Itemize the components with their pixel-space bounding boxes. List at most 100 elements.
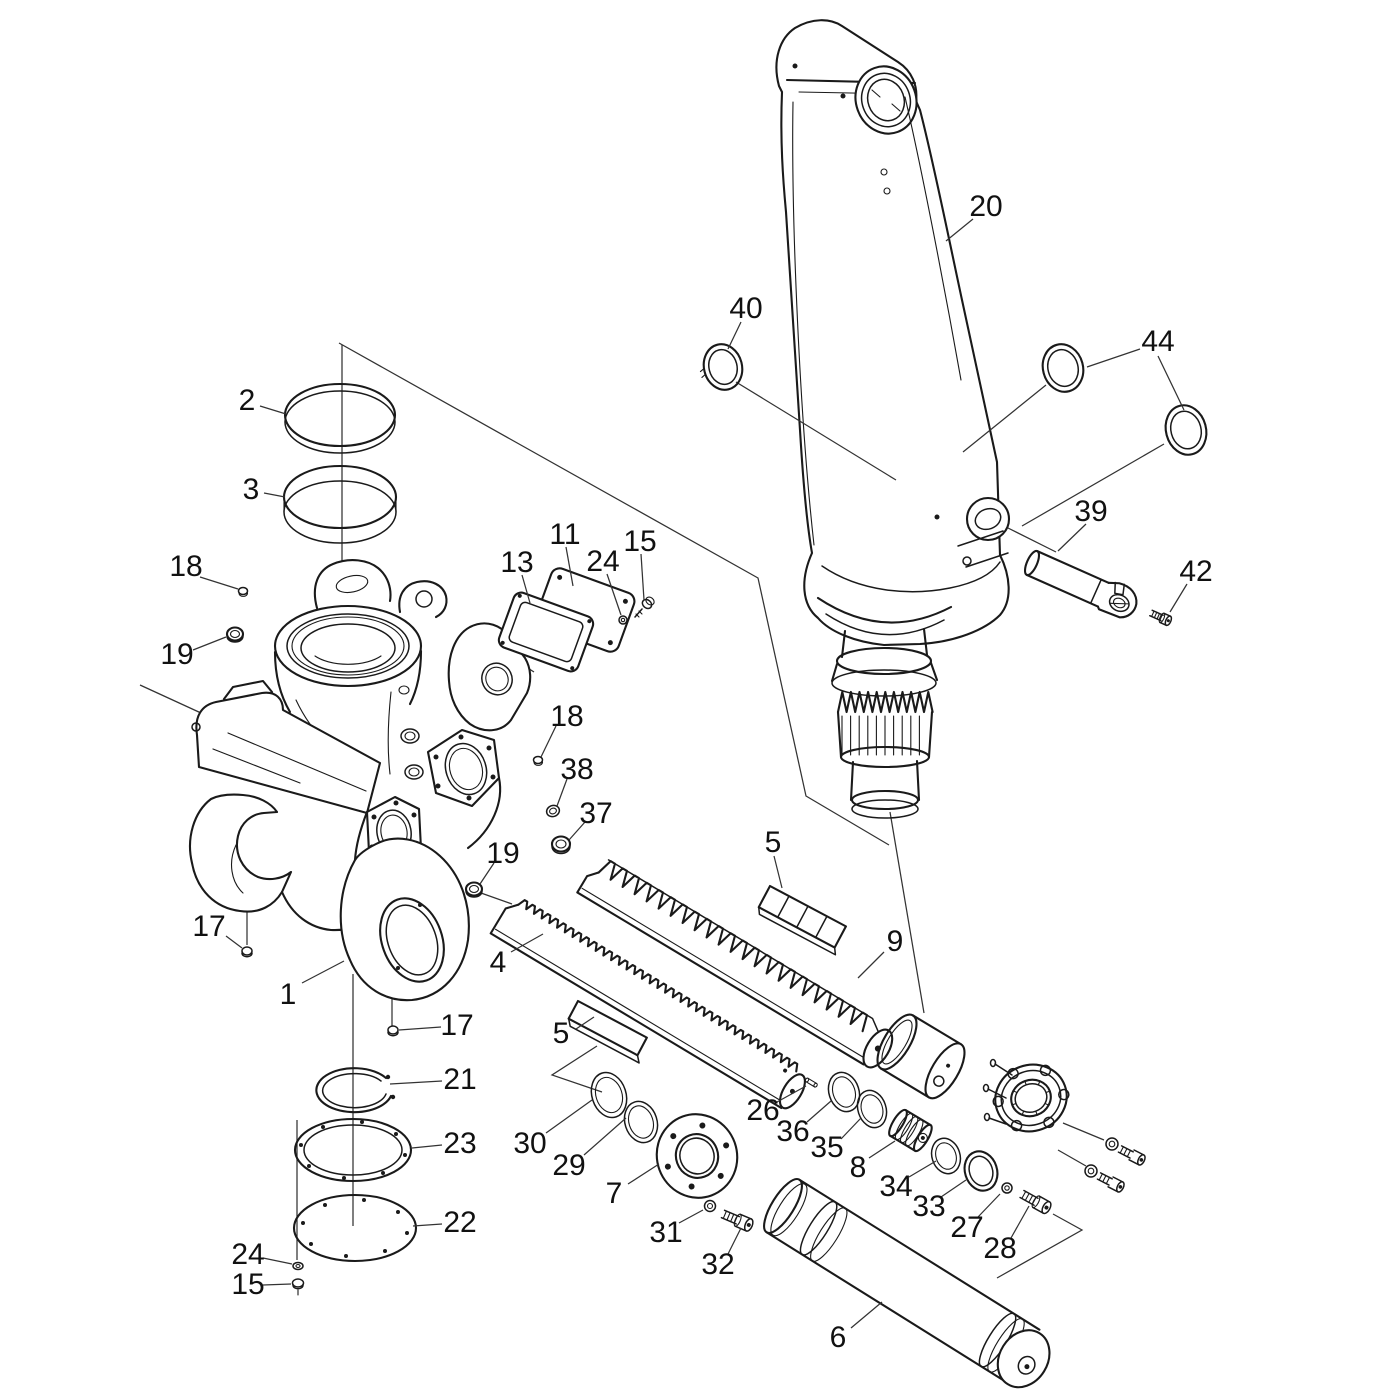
hub-flange: [992, 1063, 1070, 1133]
leader-line-35: [840, 1117, 862, 1140]
part-36-o-ring: [827, 1071, 861, 1113]
part-4-rack: [489, 899, 806, 1110]
leader-line-19: [192, 636, 227, 651]
leader-line-29: [583, 1117, 627, 1156]
leader-line-42: [1169, 583, 1188, 613]
leader-line-6: [850, 1301, 883, 1329]
leader-line-27: [977, 1193, 1001, 1218]
leader-line-8: [868, 1140, 896, 1159]
part-31-washer: [703, 1199, 717, 1213]
leader-line-36: [806, 1100, 832, 1123]
leader-line-1: [301, 960, 345, 984]
callout-13: 13: [500, 546, 533, 579]
leader-line-26: [776, 1085, 807, 1103]
part-35-o-ring: [856, 1089, 888, 1129]
leader-line-5: [575, 1016, 595, 1030]
leader-line-33: [940, 1179, 967, 1198]
part-26-pin: [804, 1077, 818, 1088]
callout-33: 33: [912, 1190, 945, 1223]
leader-line-44: [1086, 348, 1141, 368]
callout-15: 15: [623, 525, 656, 558]
leader-line-15: [262, 1283, 292, 1286]
leader-line-20: [945, 218, 974, 242]
leader-line-40: [727, 321, 742, 350]
part-37-plug: [550, 835, 572, 855]
part-3-ring: [282, 464, 398, 544]
part-39-pin: [1023, 549, 1138, 619]
part-24-washer-bottom: [292, 1261, 304, 1271]
leader-line-39: [1057, 523, 1087, 552]
callout-4: 4: [490, 946, 507, 979]
leader-line-38: [556, 778, 568, 807]
callout-24: 24: [586, 545, 619, 578]
leader-line-15: [640, 553, 645, 601]
part-1-housing: [188, 559, 532, 1002]
part-13-gasket-frame: [497, 591, 595, 673]
callout-5: 5: [765, 826, 782, 859]
part-17-screw-right: [387, 1025, 399, 1037]
leader-line-37: [568, 821, 586, 841]
leader-line-24: [606, 573, 622, 616]
part-32-bolt: [720, 1209, 754, 1232]
callout-29: 29: [552, 1149, 585, 1182]
part-5-wear-pad-top: [757, 884, 847, 956]
callout-5: 5: [553, 1017, 570, 1050]
leader-line-32: [727, 1227, 742, 1255]
part-42-screw: [1149, 609, 1173, 627]
part-21-snap-ring: [315, 1067, 396, 1114]
part-27-washer: [1001, 1182, 1013, 1194]
callout-17: 17: [192, 910, 225, 943]
part-19-plug-lower: [464, 881, 484, 898]
callout-19: 19: [160, 638, 193, 671]
leader-line-23: [411, 1144, 443, 1149]
leader-line-24: [262, 1257, 293, 1265]
part-24-washer-top: [618, 615, 628, 625]
leader-line-34: [908, 1160, 937, 1178]
callout-35: 35: [810, 1131, 843, 1164]
callout-40: 40: [729, 292, 762, 325]
callout-21: 21: [443, 1063, 476, 1096]
hub-bolt-set-1: [1105, 1137, 1146, 1166]
leader-line-13: [521, 574, 531, 604]
leader-line-21: [389, 1080, 443, 1085]
cylinder-head-piece: [876, 1013, 966, 1100]
callout-44: 44: [1141, 325, 1174, 358]
part-40-seal-ring: [699, 343, 744, 391]
hub-bolt-set-2: [1084, 1164, 1125, 1193]
part-18-plug-top: [237, 586, 249, 597]
callout-31: 31: [649, 1216, 682, 1249]
leader-line-17: [398, 1026, 442, 1031]
part-17-screw-left: [241, 946, 253, 958]
leader-line-28: [1010, 1205, 1030, 1239]
callout-37: 37: [579, 797, 612, 830]
callout-11: 11: [549, 518, 580, 551]
part-15-screw-top: [634, 596, 655, 618]
part-34-seal: [930, 1137, 962, 1175]
leader-line-5: [773, 855, 783, 889]
callout-38: 38: [560, 753, 593, 786]
part-44-seal-ring-a: [1041, 343, 1085, 393]
leader-line-17: [225, 935, 243, 949]
part-8-piston: [888, 1108, 933, 1153]
part-33-seal: [963, 1150, 999, 1192]
callout-layer: 2040443942231819131124151838371917117212…: [160, 190, 1212, 1354]
part-15-screw-bottom: [291, 1278, 305, 1296]
callout-18: 18: [169, 550, 202, 583]
part-6-cylinder-tube: [763, 1178, 1051, 1389]
part-22-cover-disc: [292, 1193, 418, 1263]
callout-7: 7: [606, 1177, 623, 1210]
part-38-seal-washer: [545, 804, 561, 818]
callout-9: 9: [887, 925, 904, 958]
leader-line-19: [479, 862, 495, 885]
callout-15: 15: [231, 1268, 264, 1301]
part-20-steering-leg: [775, 19, 1011, 819]
leader-line-2: [259, 405, 287, 415]
callout-8: 8: [850, 1151, 867, 1184]
leader-line-30: [545, 1099, 593, 1134]
leader-line-18: [540, 725, 557, 758]
part-18-plug-mid: [532, 755, 544, 766]
part-5-wear-pad-bottom: [567, 999, 648, 1064]
callout-42: 42: [1179, 555, 1212, 588]
